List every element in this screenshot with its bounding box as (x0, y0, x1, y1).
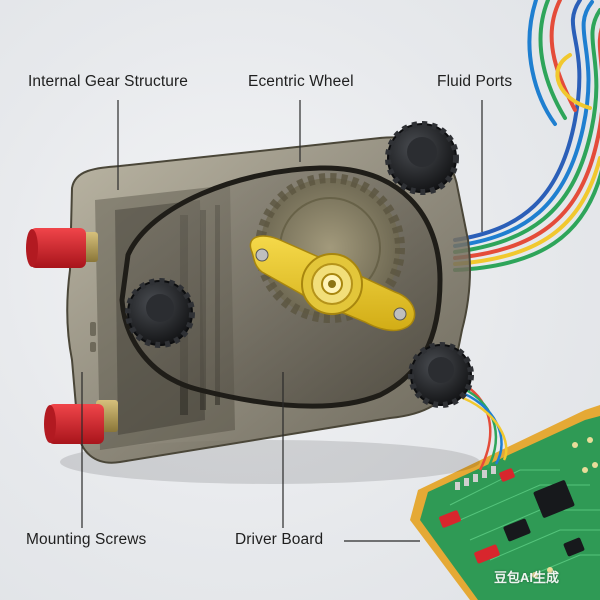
label-internal-gear-structure: Internal Gear Structure (28, 73, 188, 90)
red-connector (439, 510, 461, 528)
mounting-screw-left (125, 278, 195, 348)
driver-chip (503, 518, 531, 542)
label-mounting-screws: Mounting Screws (26, 531, 147, 548)
fluid-port-lower (44, 400, 118, 444)
red-connector (474, 544, 500, 564)
small-chip (563, 537, 585, 557)
leader-lines (81, 100, 483, 542)
header-pins (455, 466, 496, 490)
pump-housing (60, 136, 480, 484)
watermark-text: 豆包AI生成 (494, 570, 560, 585)
label-fluid-ports: Fluid Ports (437, 73, 513, 90)
microcontroller-chip (533, 480, 575, 518)
red-connector (499, 468, 515, 482)
label-eccentric-wheel: Ecentric Wheel (248, 73, 354, 90)
label-driver-board: Driver Board (235, 531, 324, 548)
driver-board (410, 405, 600, 600)
fluid-port-upper (26, 228, 98, 268)
eccentric-wheel (249, 235, 416, 332)
mounting-screw-top-right (385, 121, 459, 195)
top-wire-bundle (453, 0, 600, 272)
mounting-screw-bottom-right (408, 342, 474, 408)
